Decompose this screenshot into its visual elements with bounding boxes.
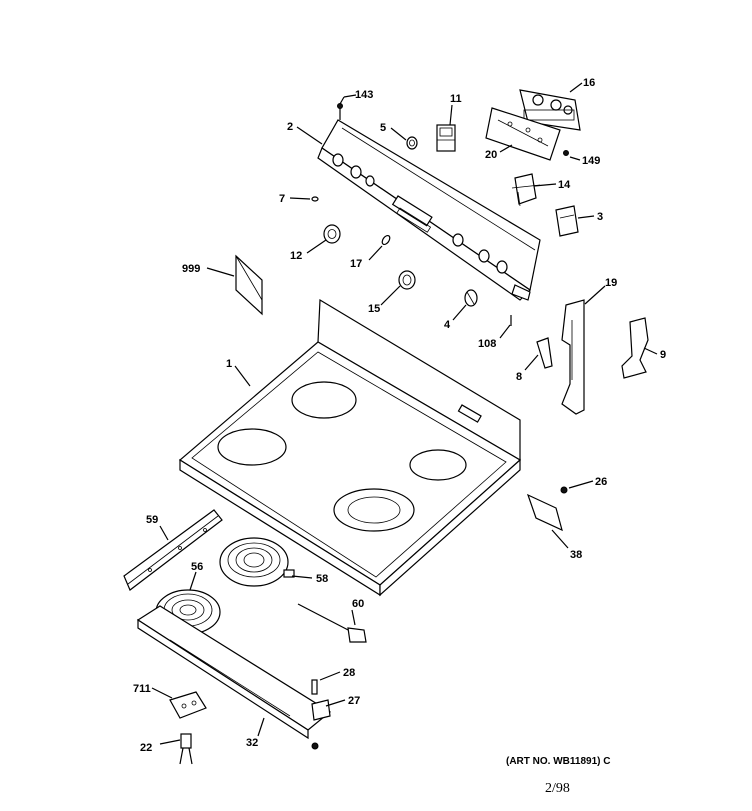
callout-1: 1 bbox=[226, 358, 232, 370]
switch-part-14 bbox=[511, 173, 541, 207]
callout-20: 20 bbox=[485, 149, 497, 161]
callout-711: 711 bbox=[133, 683, 151, 695]
terminal-part-27 bbox=[311, 699, 331, 750]
callout-2: 2 bbox=[287, 121, 293, 133]
callout-16: 16 bbox=[583, 77, 595, 89]
support-tray-part-32 bbox=[136, 605, 332, 740]
callout-19: 19 bbox=[605, 277, 617, 289]
bulb-part-17 bbox=[381, 234, 391, 246]
bracket-part-38 bbox=[526, 493, 563, 532]
block-part-3 bbox=[555, 205, 579, 237]
callout-27: 27 bbox=[348, 695, 360, 707]
knob-part-5 bbox=[406, 136, 418, 150]
cooktop-main-top bbox=[178, 298, 522, 597]
clip-part-8 bbox=[536, 337, 553, 369]
connector-part-22 bbox=[179, 733, 193, 765]
callout-108: 108 bbox=[478, 338, 496, 350]
switch-part-11 bbox=[436, 124, 456, 152]
pin-part-28 bbox=[311, 679, 318, 695]
sensor-part-60 bbox=[297, 603, 367, 643]
screw-part-149 bbox=[563, 150, 569, 156]
callout-7: 7 bbox=[279, 193, 285, 205]
callout-56: 56 bbox=[191, 561, 203, 573]
callout-38: 38 bbox=[570, 549, 582, 561]
callout-149: 149 bbox=[582, 155, 600, 167]
clip-part-7 bbox=[311, 196, 319, 202]
callout-28: 28 bbox=[343, 667, 355, 679]
callout-60: 60 bbox=[352, 598, 364, 610]
screw-part-26 bbox=[560, 486, 568, 494]
callout-58: 58 bbox=[316, 573, 328, 585]
rail-part-59 bbox=[123, 509, 223, 591]
clock-timer-part-16 bbox=[519, 89, 581, 131]
callout-22: 22 bbox=[140, 742, 152, 754]
coil-element-part-58 bbox=[219, 537, 295, 587]
board-part-20 bbox=[485, 107, 561, 161]
hinge-part-9 bbox=[621, 317, 649, 379]
knob-part-12 bbox=[323, 224, 341, 244]
callout-26: 26 bbox=[595, 476, 607, 488]
callout-15: 15 bbox=[368, 303, 380, 315]
art-number: (ART NO. WB11891) C bbox=[506, 756, 611, 767]
literature-part-999 bbox=[235, 254, 263, 316]
callout-32: 32 bbox=[246, 737, 258, 749]
callout-3: 3 bbox=[597, 211, 603, 223]
knob-part-4 bbox=[464, 289, 478, 307]
callout-59: 59 bbox=[146, 514, 158, 526]
callout-8: 8 bbox=[516, 371, 522, 383]
callout-999: 999 bbox=[182, 263, 200, 275]
block-part-711 bbox=[169, 691, 207, 719]
callout-5: 5 bbox=[380, 122, 386, 134]
knob-part-15 bbox=[398, 270, 416, 290]
page-number: 2/98 bbox=[545, 781, 570, 796]
callout-labels: 143 16 11 2 5 20 149 14 7 3 12 17 999 15… bbox=[133, 77, 666, 754]
callout-143: 143 bbox=[355, 89, 373, 101]
callout-12: 12 bbox=[290, 250, 302, 262]
callout-9: 9 bbox=[660, 349, 666, 361]
callout-11: 11 bbox=[450, 93, 462, 105]
callout-4: 4 bbox=[444, 319, 451, 331]
control-panel-backsplash bbox=[317, 119, 541, 301]
callout-17: 17 bbox=[350, 258, 362, 270]
leader-lines bbox=[151, 82, 658, 745]
bracket-part-19 bbox=[561, 299, 585, 415]
screw-part-143 bbox=[337, 103, 343, 120]
callout-14: 14 bbox=[558, 179, 571, 191]
